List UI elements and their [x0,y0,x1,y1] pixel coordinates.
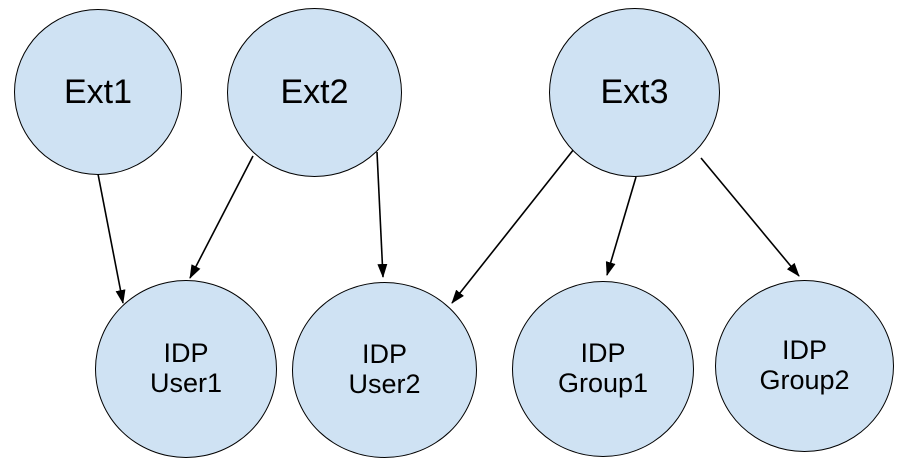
node-idp-user2: IDP User2 [292,282,477,458]
node-idp-group1: IDP Group1 [512,281,694,457]
node-idp-group2-line1: IDP [781,335,827,366]
edge-ext3-to-idp-group2 [700,157,800,277]
node-idp-group2-line2: Group2 [759,365,850,395]
edge-ext1-to-idp-user1 [97,173,126,304]
node-idp-user1-line1: IDP [163,338,209,369]
node-ext1-label: Ext1 [63,72,133,111]
node-ext3-label: Ext3 [600,73,669,111]
node-idp-user2-line2: User2 [348,369,421,399]
node-idp-user1-line2: User1 [149,368,223,398]
edge-ext3-to-idp-user2 [451,148,575,304]
edge-ext3-to-idp-group1 [605,176,637,276]
edge-ext2-to-idp-user1 [189,155,254,279]
node-ext2: Ext2 [227,8,402,177]
node-idp-group1-line1: IDP [580,338,626,369]
node-idp-user2-line1: IDP [361,339,407,370]
node-idp-group1-line2: Group1 [557,368,649,398]
node-idp-user1: IDP User1 [95,280,277,458]
node-ext1: Ext1 [14,9,182,175]
node-idp-group2: IDP Group2 [715,280,894,452]
edge-ext2-to-idp-user2 [376,151,388,278]
node-ext3: Ext3 [549,8,720,177]
node-ext2-label: Ext2 [280,73,349,111]
